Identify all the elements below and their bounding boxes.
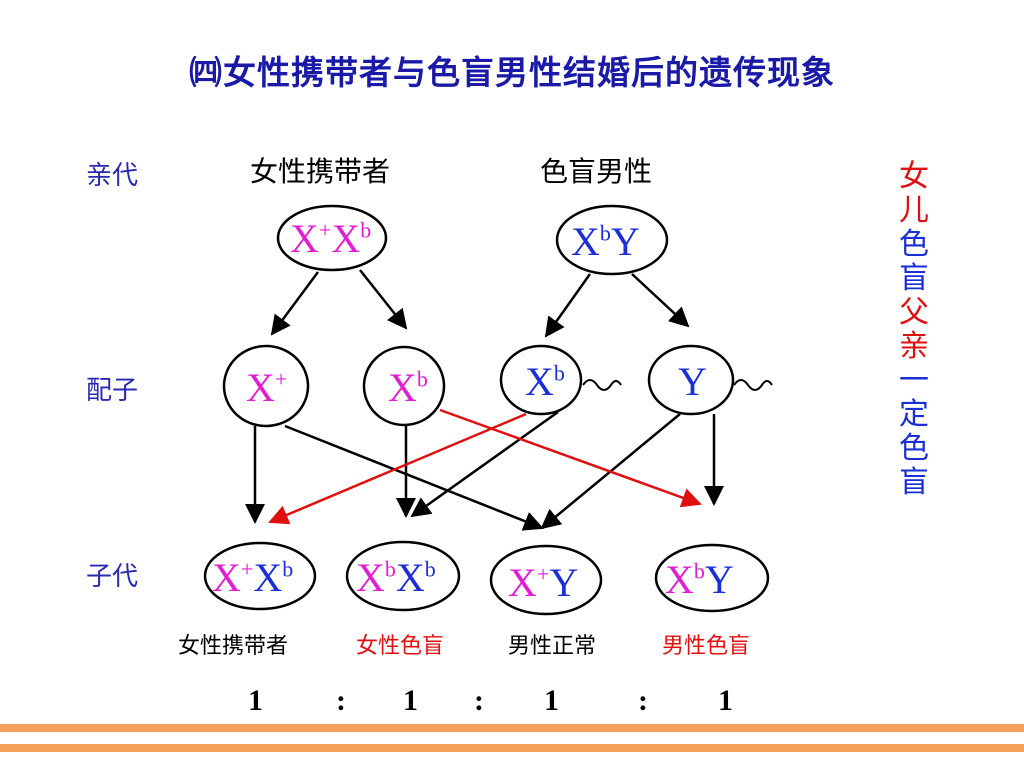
offspring-ellipse-1: [203, 541, 317, 611]
arrow-g3-to-o1: [268, 412, 527, 525]
gamete-3: Xb: [525, 359, 565, 404]
ratio-separator-1: :: [336, 684, 346, 717]
sperm-tail-2: [733, 379, 773, 391]
gamete-4: Y: [678, 359, 707, 404]
side-note-char: 父: [899, 295, 929, 330]
arrow-female-to-gamete-1: [270, 271, 320, 336]
gamete-2: Xb: [388, 365, 428, 410]
ratio-value-1: 1: [248, 684, 263, 717]
side-note-char: 一: [899, 363, 929, 398]
ratio-value-3: 1: [544, 684, 559, 717]
page-title: ㈣女性携带者与色盲男性结婚后的遗传现象: [189, 53, 835, 92]
male-parent-ellipse: [555, 204, 669, 276]
footer-accent-bar: [0, 744, 1024, 752]
ratio-separator-2: :: [474, 684, 484, 717]
row-label-offspring: 子代: [86, 562, 139, 592]
side-note: 女 儿 色 盲 父 亲 一 定 色 盲: [896, 160, 932, 500]
female-parent-ellipse: [276, 204, 388, 272]
offspring-label-2: 女性色盲: [356, 634, 445, 659]
offspring-genotype-3: X+Y: [508, 560, 579, 605]
offspring-genotype-1: X+Xb: [212, 555, 294, 600]
ratio-value-4: 1: [718, 684, 733, 717]
ratio-separator-3: :: [638, 684, 648, 717]
ratio-value-2: 1: [403, 684, 418, 717]
side-note-char: 儿: [899, 193, 929, 228]
side-note-char: 女: [899, 159, 929, 194]
female-parent-genotype: X+Xb: [290, 216, 372, 261]
gamete-ellipse-4: [647, 344, 735, 416]
side-note-char: 色: [899, 227, 929, 262]
offspring-ellipse-3: [489, 544, 603, 616]
female-parent-label: 女性携带者: [250, 155, 391, 188]
arrow-g2-to-o4: [439, 408, 702, 508]
arrow-g3-to-o2: [410, 410, 559, 518]
gamete-ellipse-1: [222, 344, 310, 428]
arrow-male-to-gamete-4: [631, 273, 690, 328]
row-label-gamete: 配子: [86, 376, 139, 406]
offspring-ellipse-4: [654, 543, 770, 613]
arrow-g1-to-o3: [284, 424, 544, 531]
side-note-char: 盲: [899, 261, 929, 296]
arrow-male-to-gamete-3: [544, 273, 592, 338]
male-parent-label: 色盲男性: [540, 155, 653, 188]
side-note-char: 色: [899, 431, 929, 466]
offspring-label-3: 男性正常: [508, 634, 597, 659]
gamete-ellipse-2: [362, 345, 446, 427]
gamete-1: X+: [246, 365, 288, 410]
sperm-tail-1: [582, 379, 622, 391]
gamete-ellipse-3: [499, 344, 583, 416]
side-note-char: 定: [899, 397, 929, 432]
arrow-female-to-gamete-2: [359, 269, 408, 330]
male-parent-genotype: XbY: [571, 219, 640, 264]
row-label-parent: 亲代: [86, 161, 139, 191]
offspring-genotype-4: XbY: [665, 557, 734, 602]
offspring-label-1: 女性携带者: [178, 634, 289, 659]
offspring-genotype-2: XbXb: [356, 555, 436, 600]
offspring-ellipse-2: [345, 540, 461, 612]
side-note-char: 盲: [899, 465, 929, 500]
offspring-label-4: 男性色盲: [662, 634, 751, 659]
footer-accent-bar: [0, 724, 1024, 732]
side-note-char: 亲: [899, 329, 929, 364]
